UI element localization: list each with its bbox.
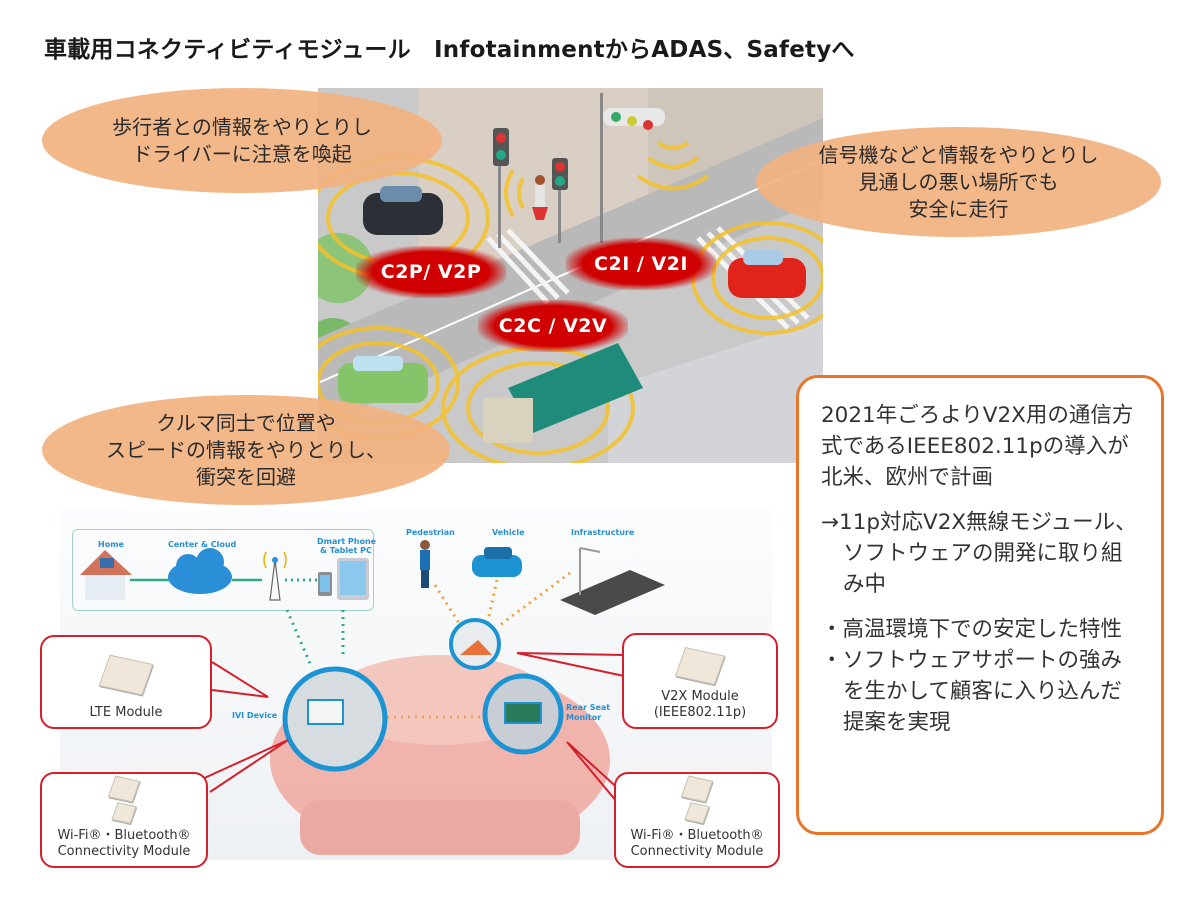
wifi-bt-module-callout-left: Wi-Fi®・Bluetooth® Connectivity Module <box>40 772 208 868</box>
rear-seat-monitor-circle <box>482 673 564 755</box>
signal-pole <box>498 128 501 248</box>
info-paragraph-dev: →11p対応V2X無線モジュール、ソフトウェアの開発に取り組み中 <box>821 510 1137 597</box>
cloud-label: Center & Cloud <box>168 540 237 549</box>
bubble-line: スピードの情報をやりとりし、 <box>106 437 386 462</box>
pedestrian-label: Pedestrian <box>406 528 455 537</box>
info-box: 2021年ごろよりV2X用の通信方式であるIEEE802.11pの導入が北米、欧… <box>796 375 1164 835</box>
wifi-chip-image <box>680 775 714 803</box>
bubble-line: ドライバーに注意を喚起 <box>132 141 352 166</box>
infrastructure-label: Infrastructure <box>571 528 635 537</box>
info-bullet-software: ・ソフトウェアサポートの強みを生かして顧客に入り込んだ提案を実現 <box>821 648 1123 735</box>
red-car <box>728 250 806 298</box>
car-bubble: クルマ同士で位置や スピードの情報をやりとりし、 衝突を回避 <box>42 395 450 505</box>
v2x-scene-illustration: C2P/ V2P C2I / V2I C2C / V2V <box>318 88 823 463</box>
truck <box>483 343 643 443</box>
wifi-bt-label-line2: Connectivity Module <box>57 844 191 859</box>
wifi-bt-label-line2: Connectivity Module <box>630 844 764 859</box>
info-paragraph-plan: 2021年ごろよりV2X用の通信方式であるIEEE802.11pの導入が北米、欧… <box>821 403 1134 490</box>
wifi-chip-image <box>107 775 141 803</box>
pedestrian <box>535 175 545 185</box>
v2x-module-label-line1: V2X Module <box>661 689 739 704</box>
smartphone-icon <box>318 572 332 596</box>
bt-chip-image <box>684 802 710 824</box>
rear-seat-label-line1: Rear Seat <box>566 703 611 712</box>
v2p-tag: C2P/ V2P <box>356 246 506 298</box>
pedestrian-bubble: 歩行者との情報をやりとりし ドライバーに注意を喚起 <box>42 88 442 193</box>
tablet-icon <box>337 558 369 600</box>
bubble-line: 歩行者との情報をやりとりし <box>112 114 372 139</box>
cell-tower-icon <box>263 551 287 601</box>
green-car <box>338 356 428 403</box>
v2i-tag: C2I / V2I <box>566 238 716 290</box>
bubble-line: 信号機などと情報をやりとりし <box>818 142 1099 167</box>
network-box <box>72 529 374 611</box>
wifi-bt-label-line1: Wi-Fi®・Bluetooth® <box>630 828 764 843</box>
cloud-icon <box>168 548 232 594</box>
home-label: Home <box>98 540 124 549</box>
wifi-bt-module-callout-right: Wi-Fi®・Bluetooth® Connectivity Module <box>614 772 780 868</box>
phone-label-line2: & Tablet PC <box>320 546 372 555</box>
v2x-chip-image <box>674 646 726 686</box>
ivi-label: IVI Device <box>232 711 278 720</box>
building <box>418 88 648 288</box>
bt-chip-image <box>111 802 137 824</box>
black-car <box>363 186 443 235</box>
ivi-device-circle <box>282 666 388 772</box>
home-icon <box>80 550 132 600</box>
lte-module-label: LTE Module <box>89 705 163 720</box>
building <box>608 318 823 463</box>
rear-seat-label-line2: Monitor <box>566 713 602 722</box>
signal-bubble: 信号機などと情報をやりとりし 見通しの悪い場所でも 安全に走行 <box>756 127 1161 237</box>
v2x-module-callout: V2X Module (IEEE802.11p) <box>622 633 778 729</box>
infrastructure-icon <box>560 547 665 615</box>
bubble-line: 見通しの悪い場所でも <box>858 169 1059 194</box>
vehicle-icon <box>472 547 522 577</box>
bubble-line: 安全に走行 <box>908 196 1009 221</box>
lte-chip-image <box>98 654 154 696</box>
v2v-tag: C2C / V2V <box>478 300 628 352</box>
pedestrian-icon <box>420 540 430 588</box>
antenna-circle <box>449 618 501 670</box>
v2x-module-label-line2: (IEEE802.11p) <box>653 705 747 720</box>
bubble-line: 衝突を回避 <box>196 464 296 489</box>
phone-label-line1: Dmart Phone <box>317 537 377 546</box>
lte-module-callout: LTE Module <box>40 635 212 729</box>
vehicle-label: Vehicle <box>492 528 525 537</box>
bubble-line: クルマ同士で位置や <box>156 410 336 435</box>
info-bullet-temp: ・高温環境下での安定した特性 <box>821 617 1123 642</box>
wifi-bt-label-line1: Wi-Fi®・Bluetooth® <box>57 828 191 843</box>
page-title: 車載用コネクティビティモジュール InfotainmentからADAS、Safe… <box>44 37 855 63</box>
